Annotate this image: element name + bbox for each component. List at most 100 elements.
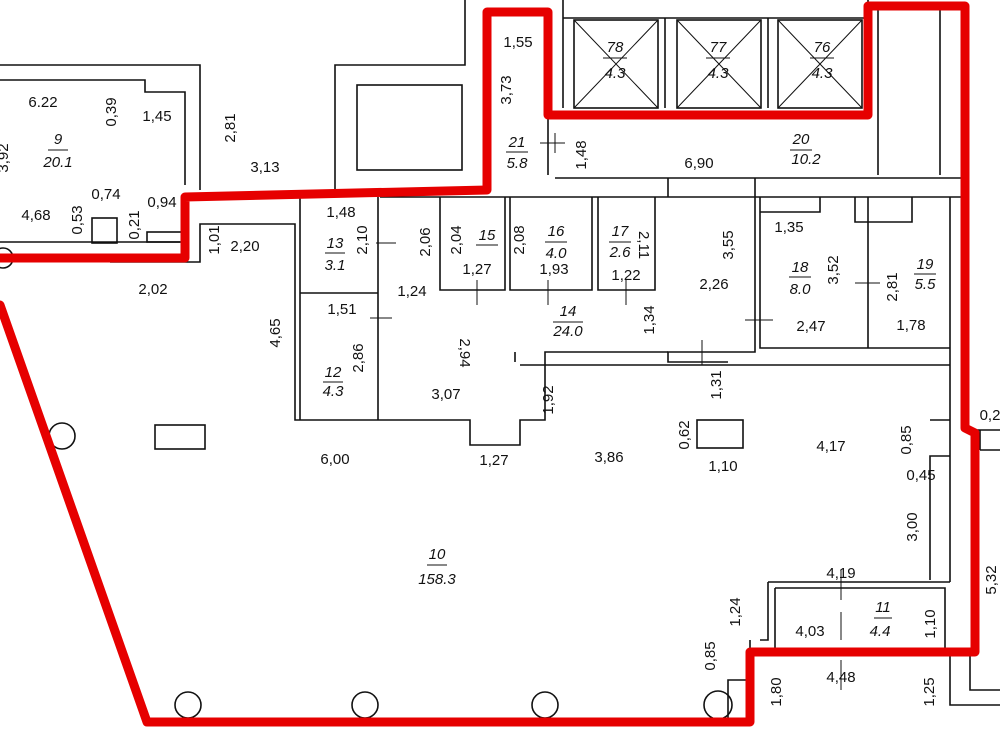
dimension: 0,74 xyxy=(91,186,120,203)
leased-area-outline xyxy=(0,1,980,727)
dimension: 4,17 xyxy=(816,438,845,455)
room-area: 4.3 xyxy=(812,65,834,82)
room-number: 78 xyxy=(607,39,624,56)
room-12: 124.3 xyxy=(323,364,345,400)
dimension: 2,20 xyxy=(230,238,259,255)
dimension: 2,26 xyxy=(699,276,728,293)
room-area: 4.4 xyxy=(870,623,891,640)
dimension: 2,04 xyxy=(448,225,465,254)
dimension: 1,10 xyxy=(922,609,939,638)
dimension: 0,39 xyxy=(103,97,120,126)
dimension: 6.22 xyxy=(28,94,57,111)
room-18: 188.0 xyxy=(789,259,811,298)
room-area: 4.3 xyxy=(605,65,627,82)
room-area: 2.6 xyxy=(609,244,632,261)
dimension: 3,00 xyxy=(904,512,921,541)
room-78: 784.3 xyxy=(603,39,627,82)
dimension: 0,53 xyxy=(69,205,86,234)
room-number: 14 xyxy=(560,303,577,320)
room-area: 5.8 xyxy=(507,155,529,172)
dimension: 2,86 xyxy=(350,343,367,372)
room-13: 133.1 xyxy=(325,235,346,274)
dimension: 2,94 xyxy=(456,338,473,367)
dimension: 3,86 xyxy=(594,449,623,466)
room-77: 774.3 xyxy=(706,39,730,82)
room-area: 4.3 xyxy=(323,383,345,400)
dimension: 1,25 xyxy=(921,677,938,706)
room-number: 20 xyxy=(792,131,810,148)
dimension: 1,31 xyxy=(708,370,725,399)
room-21: 215.8 xyxy=(506,134,528,172)
dimension: 4,68 xyxy=(21,207,50,224)
dimension: 1,22 xyxy=(611,267,640,284)
dimension: 1,24 xyxy=(727,597,744,626)
dimension: 2,10 xyxy=(354,225,371,254)
room-number: 16 xyxy=(548,223,565,240)
dimension: 3,52 xyxy=(825,255,842,284)
dimension: 1,55 xyxy=(503,34,532,51)
room-area: 4.0 xyxy=(546,245,568,262)
room-15: 15 xyxy=(476,227,498,246)
dimension: 1,01 xyxy=(206,225,223,254)
walls xyxy=(0,0,1000,718)
room-area: 158.3 xyxy=(418,571,456,588)
dimension: 1,78 xyxy=(896,317,925,334)
room-number: 15 xyxy=(479,227,496,244)
room-area: 24.0 xyxy=(552,323,583,340)
room-area: 5.5 xyxy=(915,276,937,293)
dimension: 3,92 xyxy=(0,143,12,172)
dimension: 0,21 xyxy=(126,210,143,239)
dimension: 6,00 xyxy=(320,451,349,468)
columns xyxy=(0,247,733,720)
dimension: 2,47 xyxy=(796,318,825,335)
room-area: 10.2 xyxy=(791,151,821,168)
room-area: 3.1 xyxy=(325,257,346,274)
room-19: 195.5 xyxy=(914,256,936,293)
dimension: 0,94 xyxy=(147,194,176,211)
dimension-ticks xyxy=(370,133,880,690)
room-17: 172.6 xyxy=(609,223,632,261)
dimension: 0,85 xyxy=(898,425,915,454)
room-number: 17 xyxy=(612,223,629,240)
dimension: 0,85 xyxy=(702,641,719,670)
dimension: 6,90 xyxy=(684,155,713,172)
room-number: 13 xyxy=(327,235,344,252)
room-number: 12 xyxy=(325,364,342,381)
dimension: 4,03 xyxy=(795,623,824,640)
dimension: 0,62 xyxy=(676,420,693,449)
dimension: 1,24 xyxy=(397,283,426,300)
room-number: 76 xyxy=(814,39,831,56)
dimension: 1,92 xyxy=(540,385,557,414)
room-14: 14 24.0 xyxy=(552,303,583,340)
dimension: 3,55 xyxy=(720,230,737,259)
dimension: 0,2 xyxy=(980,407,1000,424)
room-76: 764.3 xyxy=(810,39,834,82)
dimension: 0,45 xyxy=(906,467,935,484)
dimension: 3,73 xyxy=(498,75,515,104)
dimension-labels: 6.22 1,45 3,13 0,74 0,94 4,68 2,20 2,02 … xyxy=(0,34,1000,707)
dimension: 5,32 xyxy=(983,565,1000,594)
dimension: 1,80 xyxy=(768,677,785,706)
dimension: 1,51 xyxy=(327,301,356,318)
room-number: 19 xyxy=(917,256,934,273)
dimension: 2,08 xyxy=(511,225,528,254)
dimension: 1,27 xyxy=(462,261,491,278)
dimension: 1,48 xyxy=(326,204,355,221)
room-11: 114.4 xyxy=(870,599,892,640)
dimension: 2,81 xyxy=(222,113,239,142)
room-number: 9 xyxy=(54,131,63,148)
dimension: 3,13 xyxy=(250,159,279,176)
room-9: 920.1 xyxy=(42,131,72,171)
room-number: 18 xyxy=(792,259,809,276)
dimension: 2,06 xyxy=(417,227,434,256)
room-16: 164.0 xyxy=(545,223,567,262)
room-area: 20.1 xyxy=(42,154,72,171)
room-number: 21 xyxy=(508,134,526,151)
room-20: 20 10.2 xyxy=(790,131,821,168)
room-area: 8.0 xyxy=(790,281,812,298)
room-number: 11 xyxy=(875,599,891,616)
dimension: 1,27 xyxy=(479,452,508,469)
